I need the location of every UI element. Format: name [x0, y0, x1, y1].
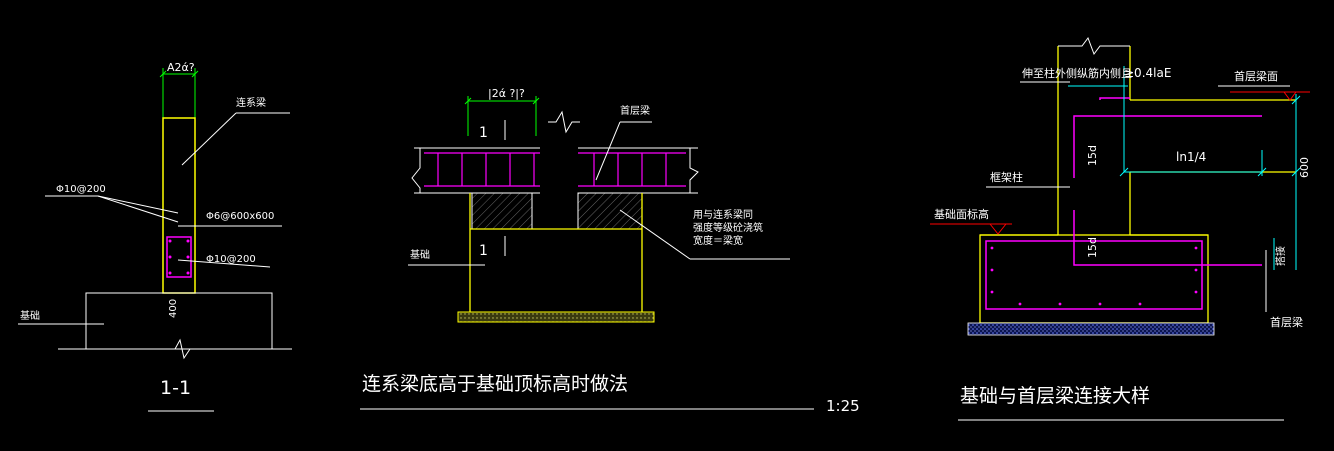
beam-label: 连系梁: [236, 96, 266, 109]
middle-dim-top: [464, 96, 540, 136]
connection-title: 基础与首层梁连接大样: [960, 385, 1150, 407]
middle-foundation: [469, 193, 643, 312]
section-1-1: A2ά? 400 连系梁 Φ10@200 Φ6@600x600 Φ10@: [18, 61, 292, 412]
first-beam-top-label: 首层梁面: [1234, 69, 1278, 83]
connection-rebar-dots: [990, 246, 1198, 306]
foundation-block: [85, 292, 273, 350]
middle-dim-label: |2ά ?|?: [488, 87, 525, 100]
ln-label: ln1/4: [1176, 150, 1206, 164]
level-marker-foundation: [930, 223, 1012, 235]
scale-label: 1:25: [826, 397, 860, 415]
middle-leaders: [408, 121, 790, 266]
note-line2: 强度等级砼浇筑: [693, 221, 763, 234]
overlap-label: 搭接: [1274, 246, 1287, 266]
base-dim-label: 400: [168, 299, 179, 318]
column-break: [1058, 36, 1130, 56]
cut-mark-left: 1: [479, 125, 488, 141]
gravel-pad: [967, 322, 1215, 336]
section-leaders: [18, 112, 290, 325]
note-line1: 用与连系梁同: [693, 208, 753, 221]
anchor-len: ≥0.4laE: [1124, 66, 1171, 80]
note-line3: 宽度＝梁宽: [693, 234, 743, 247]
stirrup-label-2: Φ10@200: [206, 254, 256, 265]
dim-width-label: A2ά?: [167, 61, 195, 74]
break-line: [548, 110, 580, 134]
first-beam-label: 首层梁: [1270, 315, 1303, 329]
tie-label: Φ6@600x600: [206, 211, 274, 222]
rebar-dots: [168, 239, 190, 275]
hook-upper-label: 15d: [1086, 145, 1099, 166]
cut-mark-right: 1: [479, 243, 488, 259]
middle-detail: |2ά ?|?: [360, 87, 860, 415]
middle-beam-label: 首层梁: [620, 104, 650, 117]
beam-rebar-cage: [166, 236, 192, 278]
dimension-width-top: [159, 68, 199, 118]
frame-column-label: 框架柱: [990, 170, 1023, 184]
connection-detail: 伸至柱外侧纵筋内侧且 ≥0.4laE 首层梁面 框架柱 基础面标高 ln1/4 …: [930, 36, 1311, 421]
dim-600-label: 600: [1298, 157, 1311, 178]
middle-foundation-label: 基础: [410, 248, 430, 261]
middle-base-pad: [457, 311, 655, 323]
connection-rebar: [985, 97, 1262, 310]
beam-section-outline: [162, 117, 196, 294]
frame-column: [979, 46, 1296, 324]
section-title: 1-1: [160, 377, 191, 399]
middle-title: 连系梁底高于基础顶标高时做法: [362, 373, 628, 395]
foundation-top-label: 基础面标高: [934, 207, 989, 221]
stirrup-label: Φ10@200: [56, 184, 106, 195]
hook-lower-label: 15d: [1086, 237, 1099, 258]
infill-block-left: [471, 192, 533, 230]
connection-dims: [1068, 66, 1301, 270]
column-note: 伸至柱外侧纵筋内侧且: [1022, 66, 1132, 80]
connection-leaders: [986, 81, 1267, 312]
foundation-label: 基础: [20, 309, 40, 322]
level-marker-top: [1218, 85, 1310, 101]
infill-block-right: [577, 192, 643, 230]
